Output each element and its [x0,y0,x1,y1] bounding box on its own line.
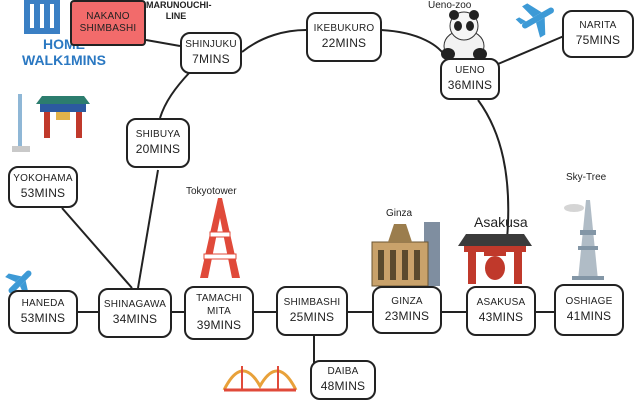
station-name: OSHIAGE [565,296,613,308]
station-daiba[interactable]: DAIBA 48MINS [310,360,376,400]
line-label: MARUNOUCHI-LINE [146,0,212,21]
station-time: 25MINS [289,309,335,324]
station-time: 20MINS [135,141,181,156]
station-time: 41MINS [566,308,612,323]
panda-icon [441,10,487,63]
station-time: 75MINS [575,32,621,47]
station-name: SHIMBASHI [283,297,341,309]
station-shinjuku[interactable]: SHINJUKU 7MINS [180,32,242,74]
station-ikebukuro[interactable]: IKEBUKURO 22MINS [306,12,382,62]
home-station-nakano-shimbashi[interactable]: NAKANO SHIMBASHI [70,0,146,46]
link-yokohama-shinagawa [61,207,133,289]
ginza-building-icon [371,222,440,287]
link-shinjuku-shibuya [159,71,191,119]
yokohama-gate-icon [12,94,90,152]
station-name: SHINAGAWA [103,299,167,311]
station-name: DAIBA [327,366,359,378]
station-time: 43MINS [478,309,524,324]
rainbow-bridge-icon [222,366,298,392]
building-icon [24,0,60,34]
station-time: 23MINS [384,308,430,323]
station-time: 53MINS [20,310,66,325]
station-time: 34MINS [112,311,158,326]
landmark-asakusa: Asakusa [474,214,528,230]
link-nakano-shinjuku [145,39,181,47]
station-time: 22MINS [321,35,367,50]
station-time: 36MINS [447,77,493,92]
link-ueno-asakusa [477,99,510,251]
station-time: 53MINS [20,185,66,200]
link-ueno-narita [497,35,565,65]
station-time: 48MINS [320,378,366,393]
station-yokohama[interactable]: YOKOHAMA 53MINS [8,166,78,208]
landmark-ginza: Ginza [386,208,413,219]
station-shinagawa[interactable]: SHINAGAWA 34MINS [98,288,172,338]
station-shibuya[interactable]: SHIBUYA 20MINS [126,118,190,168]
station-shimbashi[interactable]: SHIMBASHI 25MINS [276,286,348,336]
link-ikebukuro-ueno [379,29,447,59]
link-loop-arc [241,29,307,53]
sky-tree-icon [564,200,604,280]
station-haneda[interactable]: HANEDA 53MINS [8,290,78,334]
station-name: IKEBUKURO [313,23,375,35]
station-name: SHIBUYA [135,129,181,141]
asakusa-gate-icon [458,234,532,284]
station-ueno[interactable]: UENO 36MINS [440,58,500,100]
home-title-line2: WALK1MINS [22,52,106,69]
station-asakusa[interactable]: ASAKUSA 43MINS [466,286,536,336]
landmark-tokyo-tower: Tokyotower [186,186,237,197]
station-name: HANEDA [21,298,65,310]
station-narita[interactable]: NARITA 75MINS [562,10,634,58]
station-time: 7MINS [192,51,230,66]
station-name: SHINJUKU [185,39,237,51]
station-name: NARITA [579,20,617,32]
station-name: YOKOHAMA [13,173,73,185]
station-tamachi-mita[interactable]: TAMACHI MITA 39MINS [184,286,254,340]
station-name: ASAKUSA [476,297,526,309]
station-name: NAKANO SHIMBASHI [79,10,137,35]
station-name: TAMACHI MITA [196,293,242,317]
landmark-sky-tree: Sky-Tree [566,172,607,183]
landmark-ueno-zoo: Ueno-zoo [428,0,472,11]
link-shibuya-shinagawa [137,169,159,289]
station-ginza[interactable]: GINZA 23MINS [372,286,442,334]
tokyo-tower-icon [200,198,240,278]
station-oshiage[interactable]: OSHIAGE 41MINS [554,284,624,336]
station-name: GINZA [391,296,423,308]
airplane-icon [515,3,554,38]
station-time: 39MINS [196,318,242,332]
station-name: UENO [455,65,485,77]
